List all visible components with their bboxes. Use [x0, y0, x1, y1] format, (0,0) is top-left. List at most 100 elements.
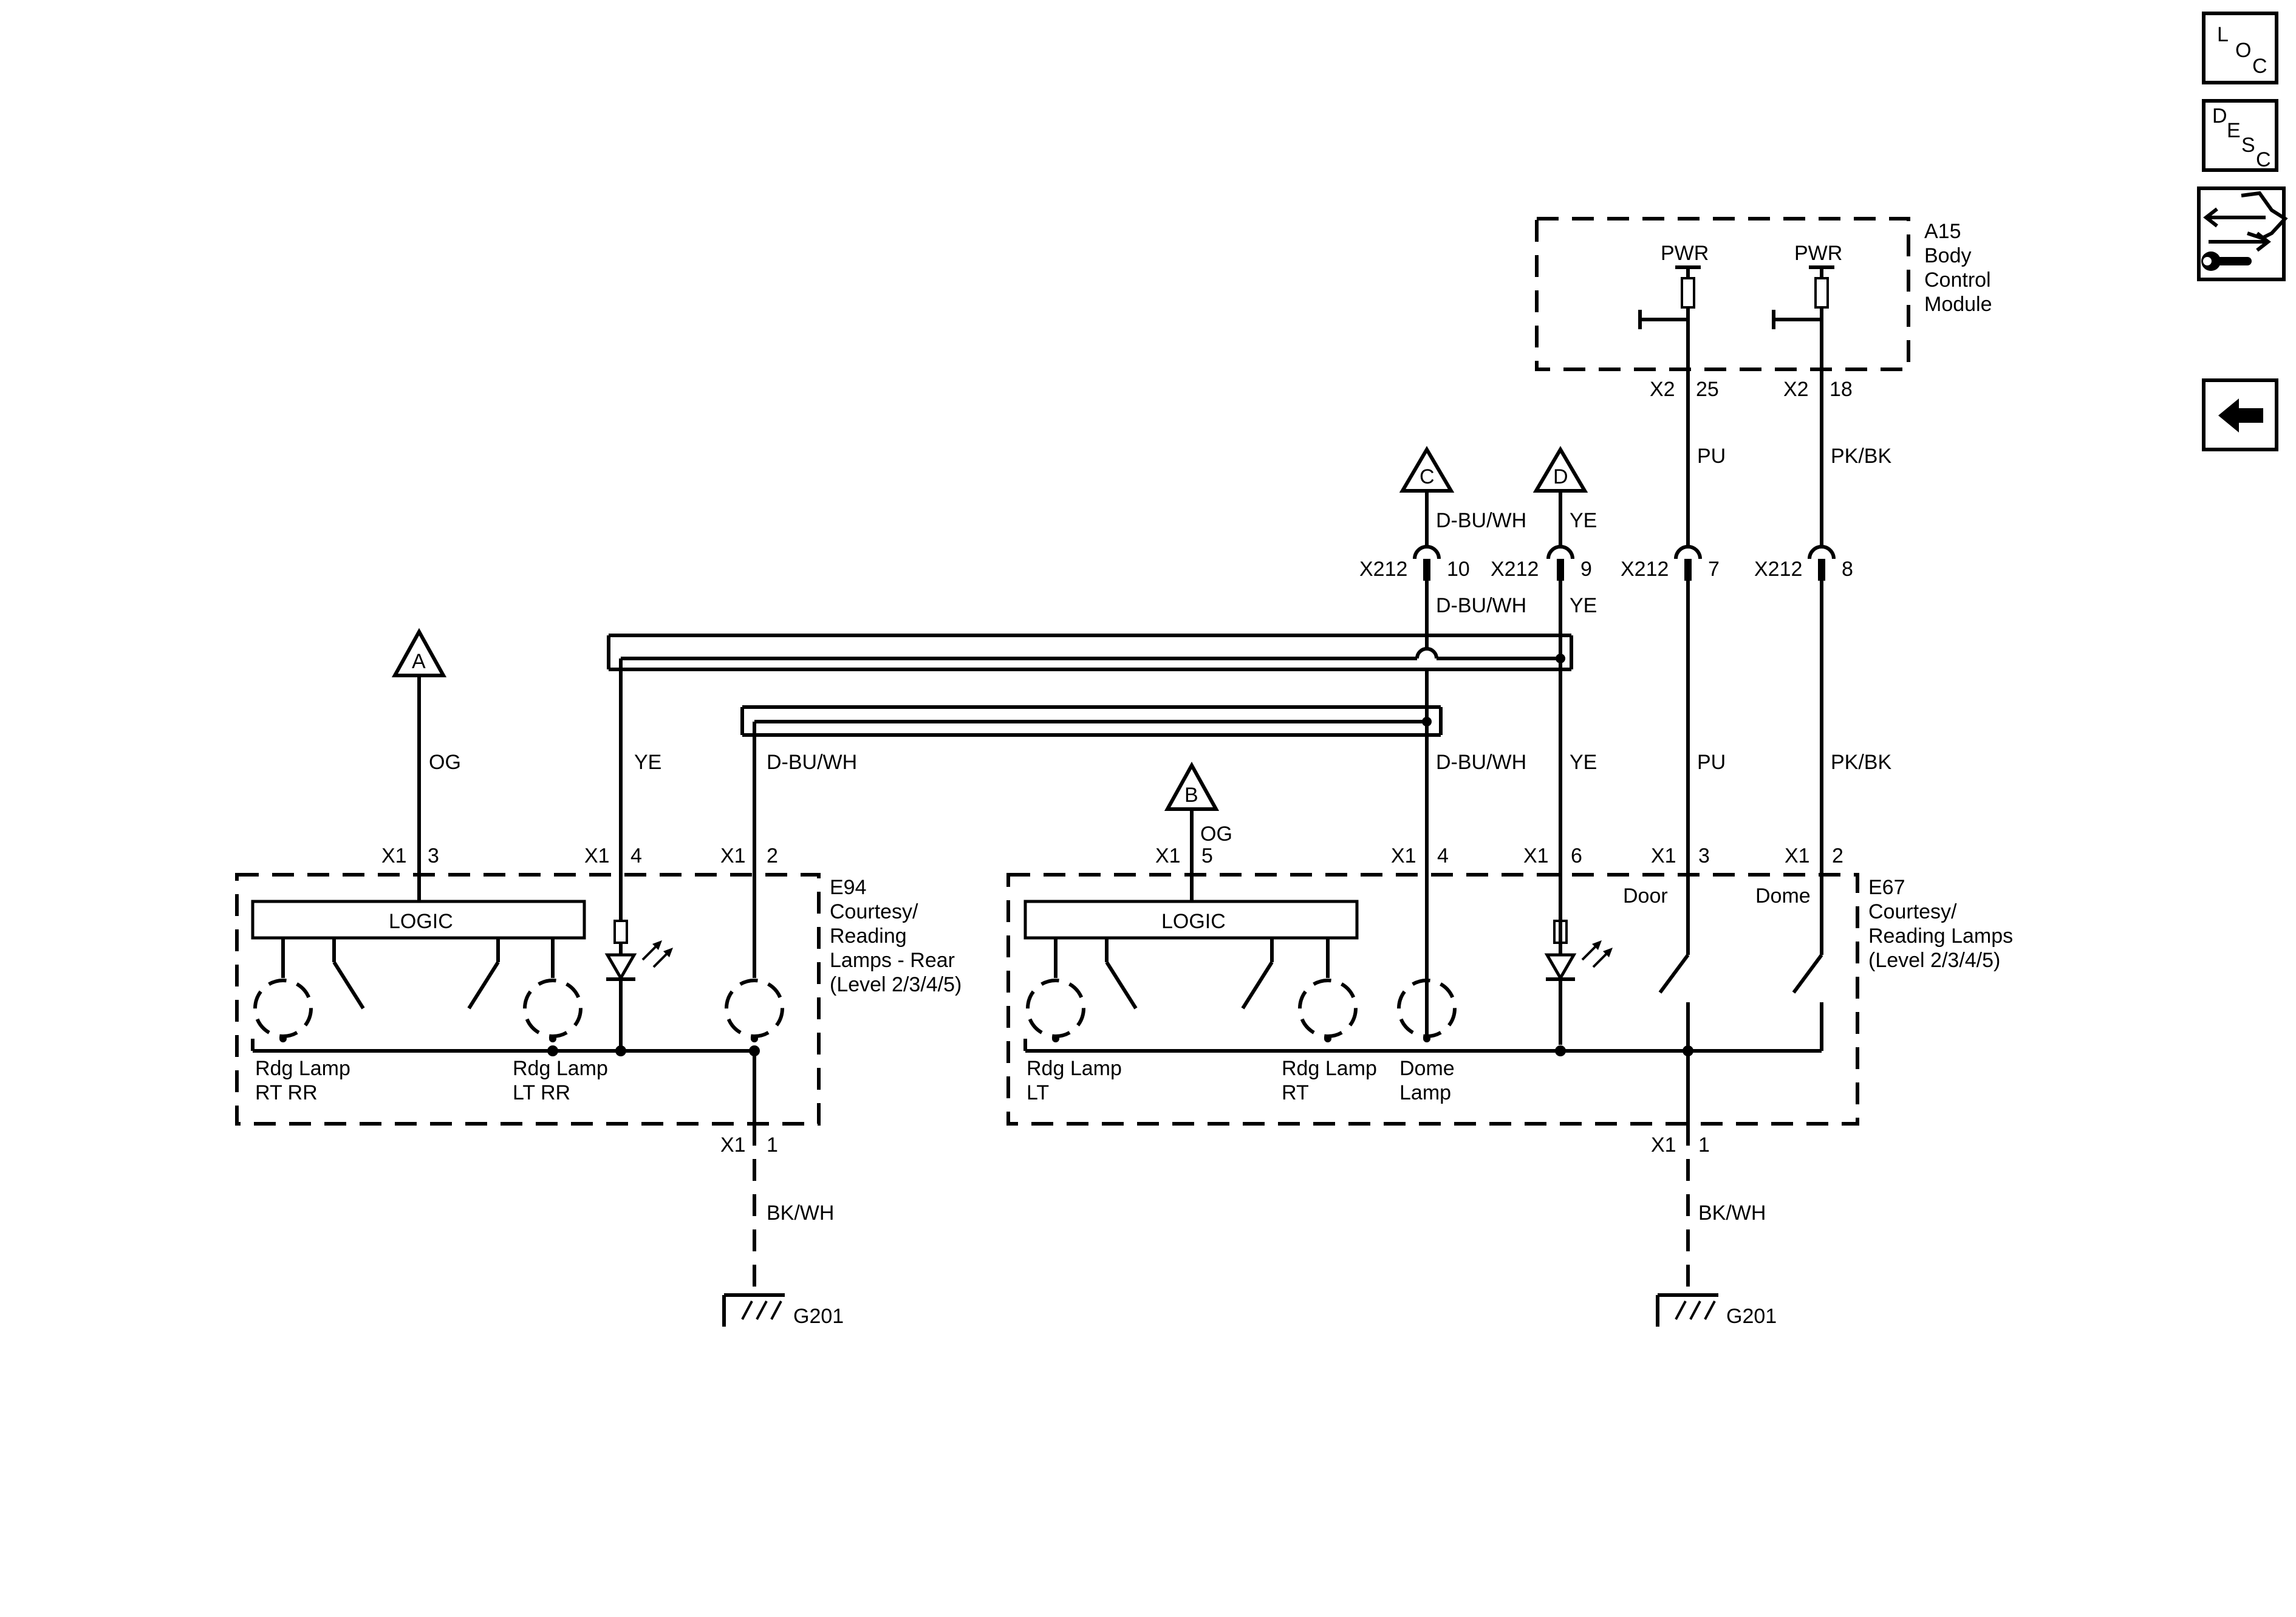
x212-pin-10: 10	[1447, 558, 1470, 581]
bcm-pin-25: 25	[1696, 378, 1719, 401]
e67-pin-1: 1	[1698, 1133, 1710, 1157]
wire-label-d-mid: YE	[1570, 594, 1597, 617]
desc-s: S	[2241, 134, 2255, 157]
x212-label-10: X212	[1359, 558, 1407, 581]
offpage-c: C	[1399, 446, 1455, 493]
e67-dome-lamp-1: Dome	[1399, 1057, 1455, 1080]
x212-label-7: X212	[1621, 558, 1669, 581]
e94-label-4: Lamps - Rear	[830, 949, 955, 972]
e94-label-2: Courtesy/	[830, 900, 918, 923]
e94-label-5: (Level 2/3/4/5)	[830, 973, 962, 996]
offpage-a: A	[391, 627, 447, 677]
wire-label-og-e94: OG	[429, 751, 461, 774]
e67-x1-3: X1	[1651, 844, 1676, 867]
wire-label-pkbk-upper: PK/BK	[1831, 445, 1891, 468]
e94-x1-1: X1	[720, 1133, 746, 1157]
e67-pin-4: 4	[1437, 844, 1449, 867]
x212-connectors: X212 10 X212 9 X212 7 X212 8	[1359, 545, 1853, 581]
wire-label-bkwh-e94: BK/WH	[767, 1202, 834, 1225]
ground-g201-left-label: G201	[793, 1305, 844, 1328]
wire-label-pkbk-lower: PK/BK	[1831, 751, 1891, 774]
e94-label-1: E94	[830, 876, 867, 899]
wire-label-dbuwh-e94: D-BU/WH	[767, 751, 857, 774]
e67-lamp-lt-1: Rdg Lamp	[1027, 1057, 1122, 1080]
wire-label-c-top: D-BU/WH	[1436, 509, 1526, 532]
wire-label-ye-e67: YE	[1570, 751, 1597, 774]
ground-g201-right-label: G201	[1726, 1305, 1777, 1328]
bcm-pin-18: 18	[1830, 378, 1853, 401]
e67-lamp-rt-1: Rdg Lamp	[1282, 1057, 1377, 1080]
ground-g201-right: G201	[1656, 1293, 1777, 1328]
e67-dome-lamp-2: Lamp	[1399, 1081, 1451, 1104]
e94-x1-3: X1	[381, 844, 407, 867]
desc-button[interactable]: D E S C	[2202, 99, 2278, 172]
e94-logic: LOGIC	[389, 910, 453, 933]
wire-label-dbuwh-e67: D-BU/WH	[1436, 751, 1526, 774]
e67-door-label: Door	[1623, 884, 1668, 908]
wire-label-d-top: YE	[1570, 509, 1597, 532]
e94-pin-2: 2	[767, 844, 778, 867]
e94-pin-3: 3	[428, 844, 439, 867]
e67-x1-6: X1	[1523, 844, 1549, 867]
e67-module: E67 Courtesy/ Reading Lamps (Level 2/3/4…	[1006, 844, 2013, 1126]
back-button[interactable]	[2202, 378, 2278, 451]
e94-lamp-lt-rr-2: LT RR	[513, 1081, 570, 1104]
x212-label-9: X212	[1491, 558, 1539, 581]
bcm-conn-x2-b: X2	[1783, 378, 1809, 401]
e67-pin-6: 6	[1571, 844, 1582, 867]
offpage-d-label: D	[1553, 465, 1568, 488]
e67-x1-2: X1	[1785, 844, 1810, 867]
e67-label-2: Courtesy/	[1868, 900, 1957, 923]
e67-label-3: Reading Lamps	[1868, 925, 2013, 948]
e67-x1-4: X1	[1391, 844, 1416, 867]
desc-d: D	[2212, 104, 2227, 128]
bcm-label-4: Module	[1924, 293, 1992, 316]
loc-l: L	[2217, 23, 2229, 46]
e94-label-3: Reading	[830, 925, 907, 948]
x212-pin-8: 8	[1842, 558, 1853, 581]
desc-c: C	[2256, 148, 2271, 171]
desc-e: E	[2227, 119, 2241, 142]
loc-c: C	[2252, 55, 2267, 78]
ground-g201-left: G201	[722, 1293, 844, 1328]
e94-pin-4: 4	[630, 844, 642, 867]
e67-x1-1: X1	[1651, 1133, 1676, 1157]
bcm-conn-x2-a: X2	[1650, 378, 1675, 401]
e67-dome-label: Dome	[1755, 884, 1811, 908]
loc-o: O	[2235, 39, 2251, 62]
offpage-b: B	[1164, 761, 1220, 811]
e94-pin-1: 1	[767, 1133, 778, 1157]
bcm-pwr-label-1: PWR	[1661, 242, 1709, 265]
e67-lamp-lt-2: LT	[1027, 1081, 1049, 1104]
x212-pin-9: 9	[1580, 558, 1592, 581]
wire-label-bkwh-e67: BK/WH	[1698, 1202, 1766, 1225]
e67-label-1: E67	[1868, 876, 1905, 899]
loc-button[interactable]: L O C	[2202, 12, 2278, 84]
e94-x1-4: X1	[584, 844, 610, 867]
bcm-label-1: A15	[1924, 220, 1961, 243]
left-arrow-icon	[2218, 398, 2263, 432]
bcm-label-2: Body	[1924, 244, 1972, 267]
e94-module: E94 Courtesy/ Reading Lamps - Rear (Leve…	[235, 658, 962, 1126]
offpage-a-label: A	[412, 650, 426, 673]
wire-label-pu-lower: PU	[1697, 751, 1726, 774]
connector-wrench-icon[interactable]	[2197, 186, 2288, 281]
e94-lamp-rt-rr-2: RT RR	[255, 1081, 318, 1104]
e94-lamp-rt-rr-1: Rdg Lamp	[255, 1057, 350, 1080]
e67-lamp-rt-2: RT	[1282, 1081, 1309, 1104]
e67-label-4: (Level 2/3/4/5)	[1868, 949, 2000, 972]
ye-jumper	[607, 634, 1573, 671]
bcm-pwr-label-2: PWR	[1794, 242, 1842, 265]
e67-pin-5: 5	[1201, 844, 1213, 867]
wire-label-og-e67: OG	[1200, 822, 1232, 846]
offpage-b-label: B	[1184, 784, 1198, 807]
e67-x1-5: X1	[1155, 844, 1181, 867]
e67-logic: LOGIC	[1161, 910, 1226, 933]
e67-pin-2: 2	[1832, 844, 1843, 867]
x212-label-8: X212	[1754, 558, 1802, 581]
bcm-label-3: Control	[1924, 268, 1991, 292]
offpage-d: D	[1532, 446, 1588, 493]
e94-lamp-lt-rr-1: Rdg Lamp	[513, 1057, 608, 1080]
bcm-module: A15 Body Control Module PWR PWR	[1535, 217, 1992, 371]
